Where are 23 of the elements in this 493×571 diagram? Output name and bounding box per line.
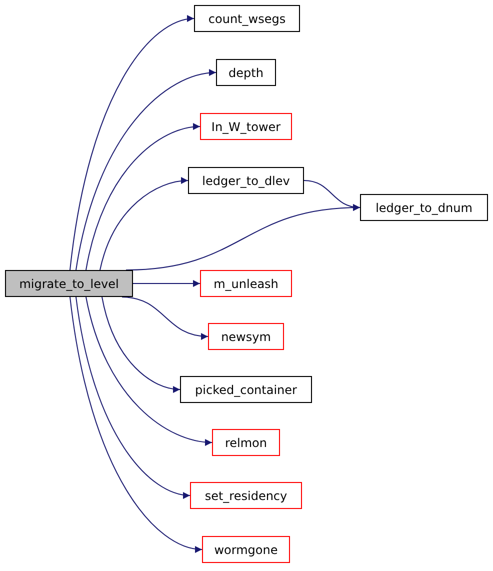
- arrow: [70, 16, 194, 270]
- arrow: [132, 280, 200, 287]
- arrow: [70, 296, 202, 552]
- function-box: ledger_to_dnum: [360, 194, 488, 221]
- function-box: migrate_to_level: [5, 270, 133, 297]
- function-box: ledger_to_dlev: [188, 167, 304, 194]
- function-box: newsym: [208, 323, 284, 350]
- function-box: depth: [216, 59, 276, 86]
- function-box: set_residency: [190, 482, 302, 509]
- arrow: [86, 296, 212, 446]
- arrow: [122, 296, 208, 340]
- function-box: count_wsegs: [194, 5, 300, 32]
- function-box: picked_container: [180, 376, 312, 403]
- arrow: [100, 178, 188, 270]
- arrow: [126, 204, 360, 270]
- arrow: [86, 124, 200, 270]
- function-box: In_W_tower: [200, 113, 292, 140]
- arrow: [76, 70, 216, 270]
- arrow: [102, 296, 180, 392]
- function-box: wormgone: [202, 536, 290, 563]
- function-box: m_unleash: [200, 270, 292, 297]
- arrow: [76, 296, 190, 498]
- function-box: relmon: [212, 429, 280, 456]
